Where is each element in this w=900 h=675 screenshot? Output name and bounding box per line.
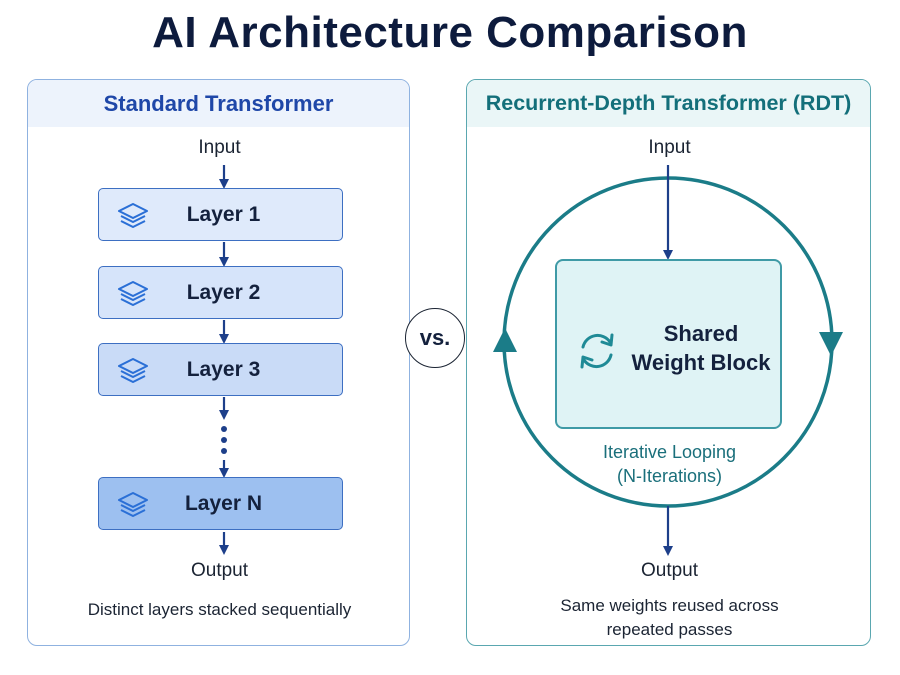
output-label: Output [190,560,249,581]
panel-header-standard: Standard Transformer [28,80,409,127]
layer-box-3: Layer 3 [98,343,343,396]
loop-arrowhead-right [819,332,843,356]
loop-label: Iterative Looping (N-Iterations) [567,440,772,488]
layer-box-1: Layer 1 [98,188,343,241]
page-title: AI Architecture Comparison [152,8,748,57]
standard-flow-arrows [219,165,229,555]
layer-label: Layer 3 [186,357,261,381]
rdt-panel: Recurrent-Depth Transformer (RDT) Input … [466,79,871,646]
ellipsis-dot [221,426,227,432]
ellipsis-dot [221,437,227,443]
shared-block-label: Shared Weight Block [621,319,781,377]
caption-rdt: Same weights reused across repeated pass… [467,594,870,642]
layers-stack-icon [118,492,148,517]
caption-standard: Distinct layers stacked sequentially [87,600,352,619]
panel-header-rdt: Recurrent-Depth Transformer (RDT) [467,80,870,127]
layers-stack-icon [118,358,148,383]
refresh-cycle-icon [580,333,614,369]
vs-badge: vs. [405,308,465,368]
layer-label: Layer 1 [186,202,261,226]
loop-label-line-1: Iterative Looping [602,442,737,462]
layer-label: Layer 2 [186,280,261,304]
shared-weight-block: Shared Weight Block [555,259,782,429]
rdt-loop-graphic [493,165,843,556]
loop-label-line-2: (N-Iterations) [616,466,723,486]
shared-block-line-1: Shared [663,321,739,346]
caption-rdt-line-1: Same weights reused across [560,596,779,615]
output-label: Output [640,560,699,581]
layer-box-2: Layer 2 [98,266,343,319]
shared-block-line-2: Weight Block [631,350,771,375]
ellipsis-dot [221,448,227,454]
input-label: Input [648,137,691,158]
layers-stack-icon [118,281,148,306]
layer-box-n: Layer N [98,477,343,530]
caption-rdt-line-2: repeated passes [606,620,733,639]
loop-arrowhead-left [493,328,517,352]
layers-stack-icon [118,203,148,228]
input-label: Input [198,137,241,158]
layer-label: Layer N [184,491,263,515]
standard-transformer-panel: Standard Transformer Input Layer 1 [27,79,410,646]
